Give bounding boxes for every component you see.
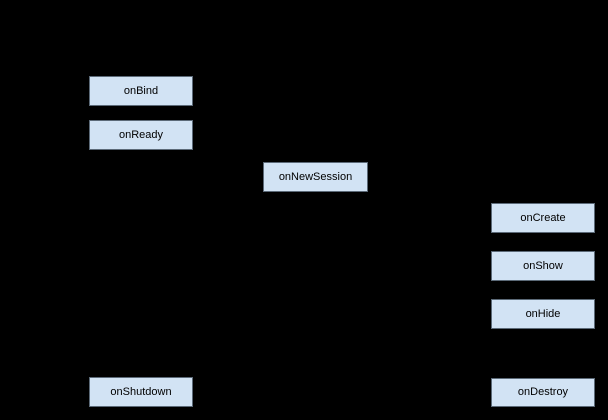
onbind-box: onBind [89,76,193,106]
onshutdown-box: onShutdown [89,377,193,407]
box-label: onShow [523,259,563,272]
ondestroy-box: onDestroy [491,378,595,407]
box-label: onBind [123,84,159,97]
onnewsession-box: onNewSession [263,162,368,192]
box-label: onShutdown [110,385,172,398]
box-label: onNewSession [278,170,353,183]
onready-box: onReady [89,120,193,150]
box-label: onReady [118,128,164,141]
box-label: onHide [525,307,561,320]
onhide-box: onHide [491,299,595,329]
oncreate-box: onCreate [491,203,595,233]
box-label: onCreate [520,211,566,224]
onshow-box: onShow [491,251,595,281]
box-label: onDestroy [517,386,569,398]
